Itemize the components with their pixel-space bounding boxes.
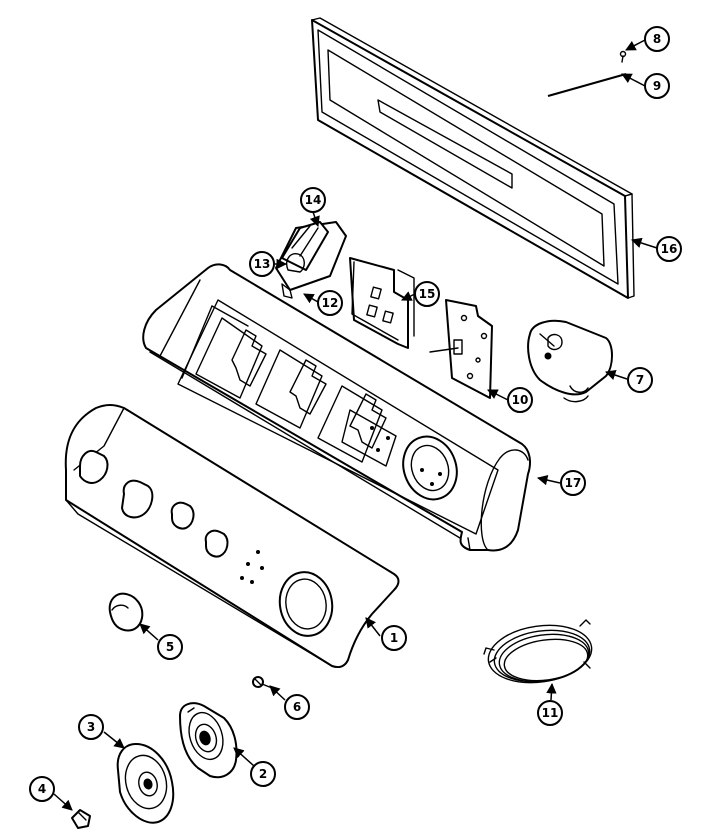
callout-4: 4 [29,776,55,802]
callout-1-label: 1 [390,631,398,645]
callout-2: 2 [250,761,276,787]
callout-7: 7 [627,367,653,393]
leader-lines [53,39,658,811]
part-2-timer-knob [179,702,238,779]
callout-11: 11 [537,700,563,726]
callout-14-label: 14 [305,193,322,207]
callout-13: 13 [249,251,275,277]
callout-8: 8 [644,26,670,52]
part-15-bracket [349,257,415,349]
callout-8-label: 8 [653,32,661,46]
part-1-front-panel [64,404,400,669]
callout-17: 17 [560,470,586,496]
part-5-button [108,592,144,632]
part-10-timer-plate [429,299,493,399]
part-17-console-housing [142,263,531,552]
callout-13-label: 13 [254,257,271,271]
part-12-13-14-switch [275,221,347,299]
callout-9-label: 9 [653,79,661,93]
callout-12-label: 12 [322,296,339,310]
callout-2-label: 2 [259,767,267,781]
callout-10: 10 [507,387,533,413]
callout-5: 5 [157,634,183,660]
callout-9: 9 [644,73,670,99]
callout-17-label: 17 [565,476,582,490]
callout-1: 1 [381,625,407,651]
callout-15-label: 15 [419,287,436,301]
callout-16: 16 [656,236,682,262]
callout-11-label: 11 [542,706,559,720]
callout-6-label: 6 [293,700,301,714]
part-6-screw [252,676,273,689]
callout-14: 14 [300,187,326,213]
callout-3-label: 3 [87,720,95,734]
part-16-rear-panel [311,17,635,299]
callout-6: 6 [284,694,310,720]
part-11-wire-harness [483,619,593,684]
callout-12: 12 [317,290,343,316]
part-3-knob [116,743,175,824]
part-8-screw [619,50,627,63]
part-7-timer-motor [527,319,613,403]
callout-4-label: 4 [38,782,46,796]
callout-7-label: 7 [636,373,644,387]
callout-16-label: 16 [661,242,678,256]
callout-5-label: 5 [166,640,174,654]
part-9-rod [547,72,627,98]
callout-10-label: 10 [512,393,529,407]
callout-15: 15 [414,281,440,307]
callout-3: 3 [78,714,104,740]
part-4-clip [71,809,91,829]
